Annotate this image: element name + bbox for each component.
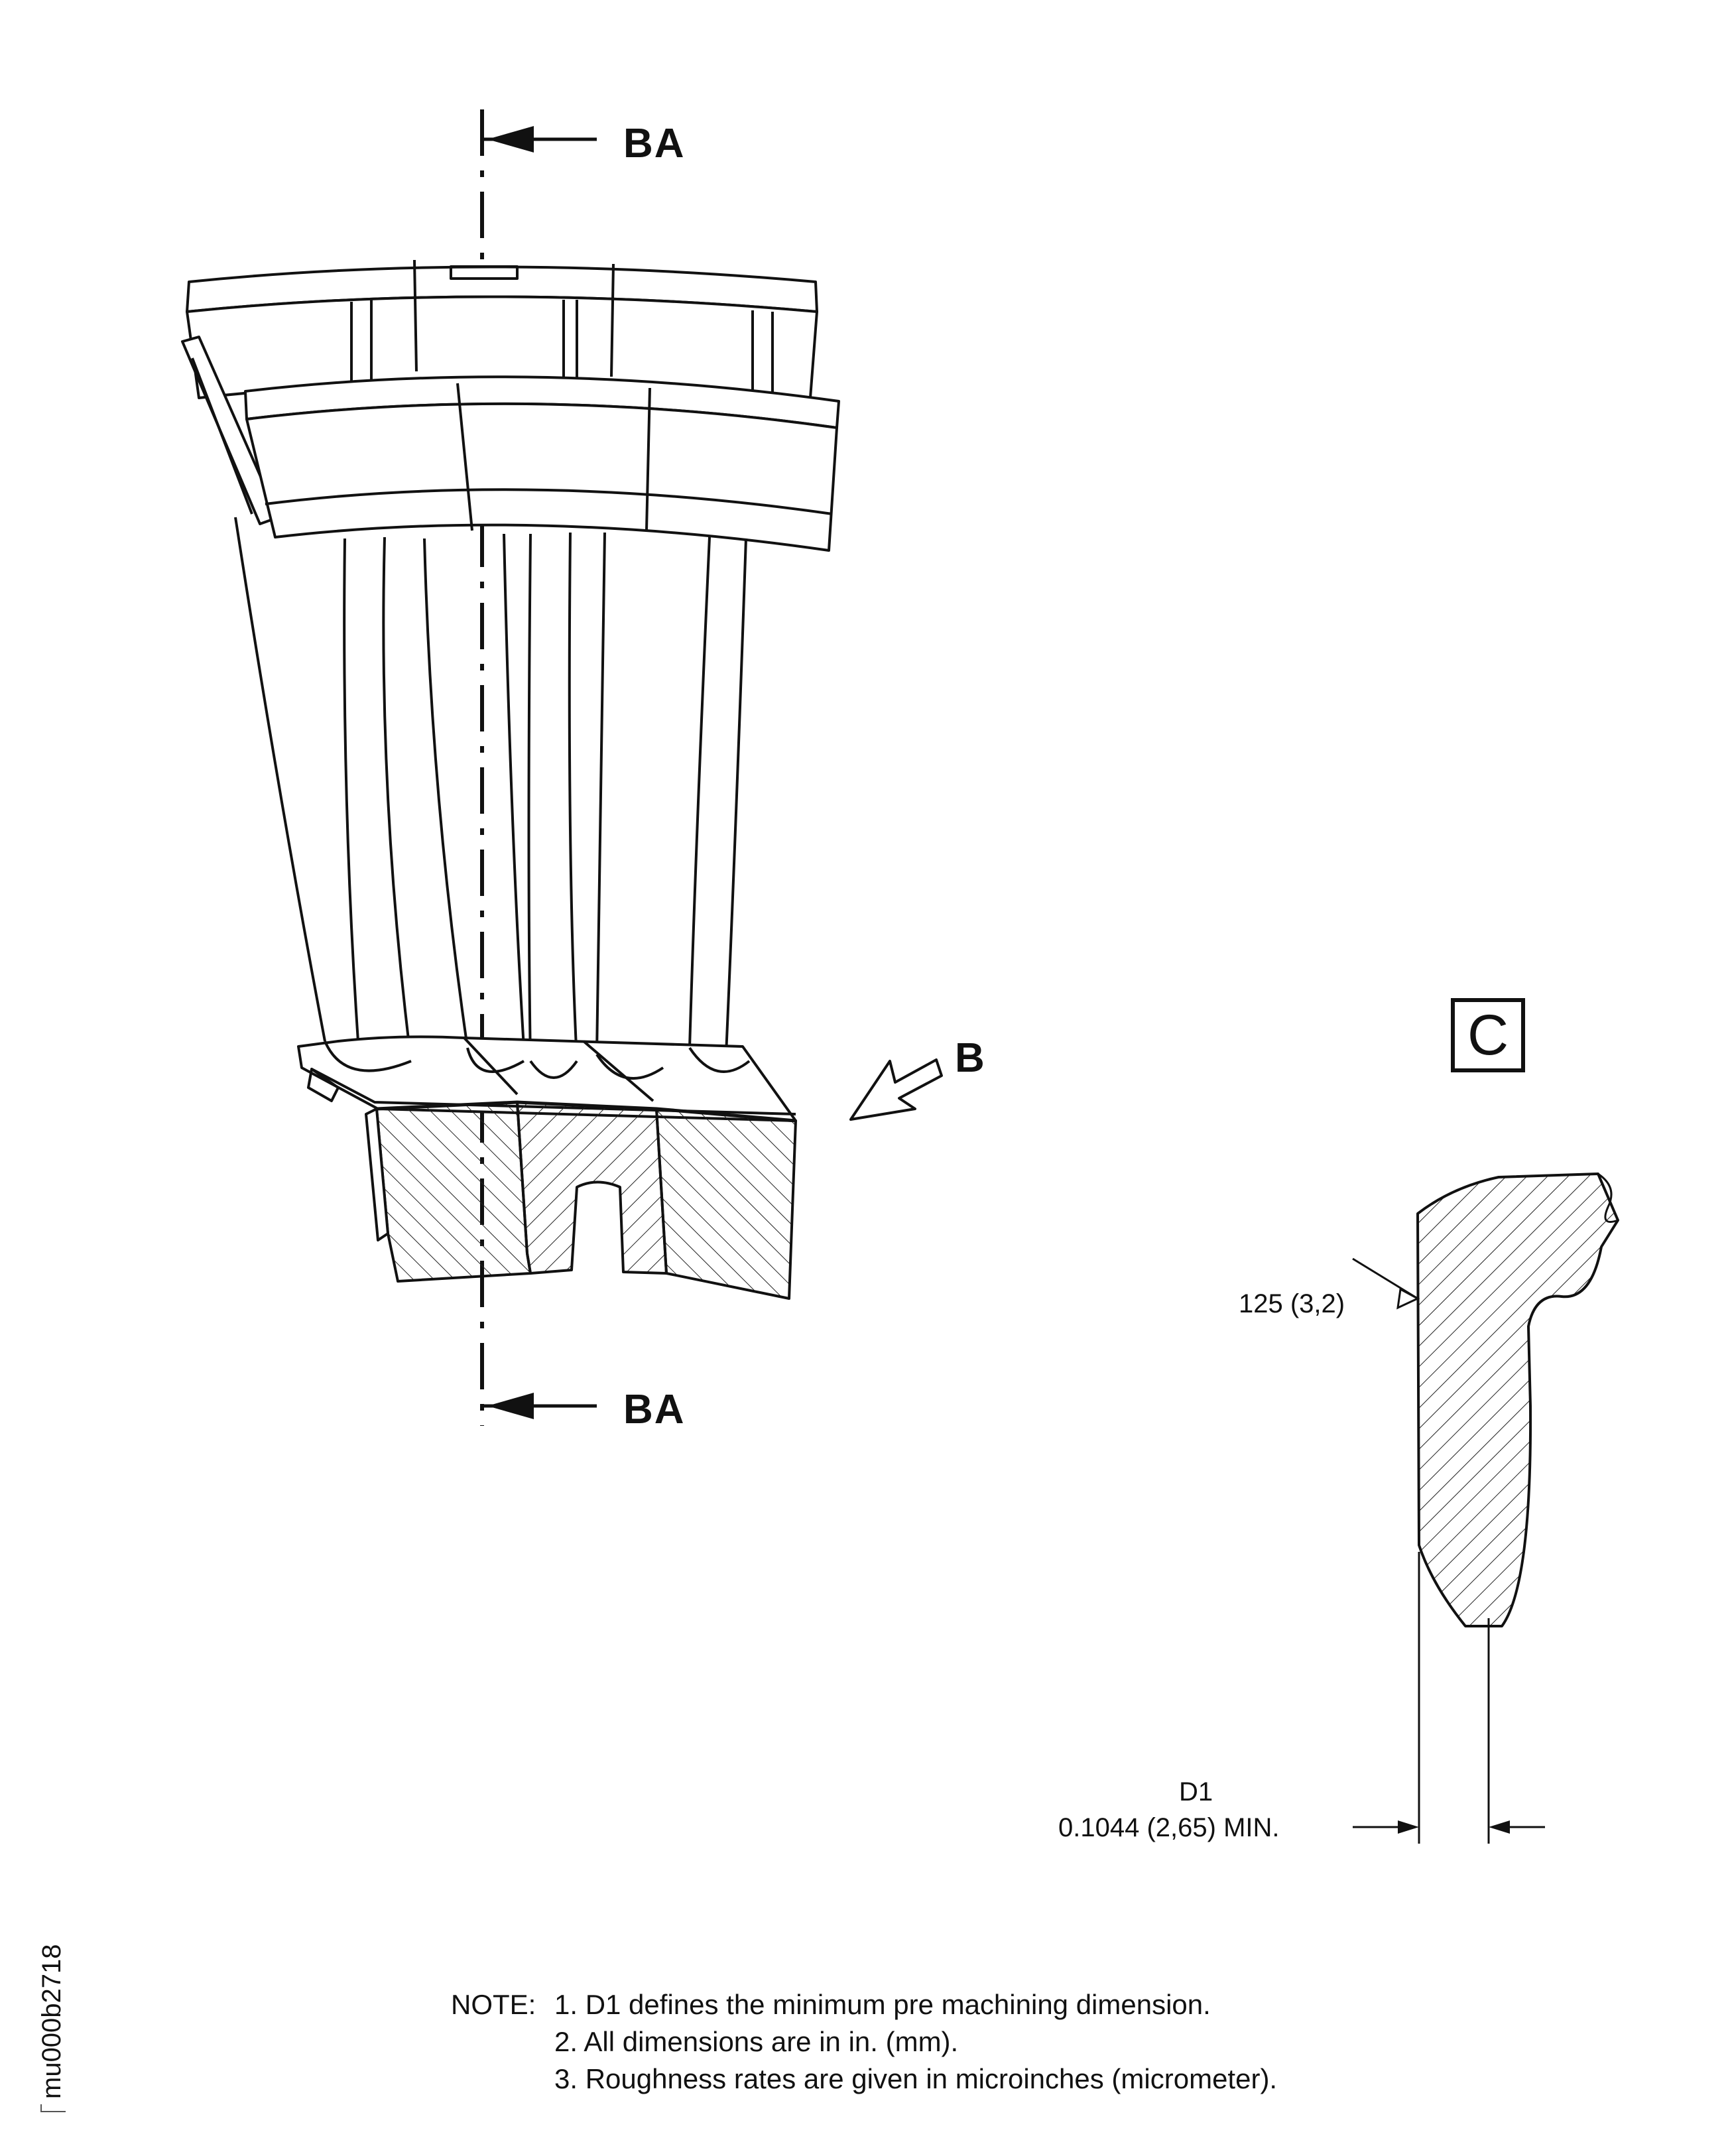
note-1: 1. D1 defines the minimum pre machining … [554,1989,1211,2020]
inner-platform [297,1035,797,1122]
corner-bracket-icon [40,2104,66,2112]
view-b-label: B [955,1035,985,1081]
section-label-bottom: BA [623,1387,686,1432]
notes-heading: NOTE: [451,1989,536,2020]
detail-c-profile [1416,1173,1619,1627]
outer-shroud-front [244,375,840,552]
inner-ring-section [365,1100,797,1300]
blade-segment-assembly [181,259,840,1300]
d1-name: D1 [1179,1777,1213,1807]
note-2: 2. All dimensions are in in. (mm). [554,2026,959,2057]
roughness-symbol [1352,1257,1420,1310]
section-label-top: BA [623,121,686,166]
note-3: 3. Roughness rates are given in microinc… [554,2063,1278,2094]
detail-c-label: C [1451,998,1525,1072]
view-b-arrow [849,1058,943,1121]
outer-shroud-rear [186,259,818,399]
note-row-2: 2. All dimensions are in in. (mm). [451,2023,1277,2061]
roughness-value: 125 (3,2) [1239,1289,1345,1318]
note-row-1: NOTE: 1. D1 defines the minimum pre mach… [451,1986,1277,2023]
vane-airfoils [234,517,747,1062]
document-id-text: mu000b2718 [37,1944,66,2099]
note-row-3: 3. Roughness rates are given in microinc… [451,2061,1277,2098]
d1-value: 0.1044 (2,65) MIN. [1058,1813,1280,1842]
d1-dimension [1353,1552,1545,1844]
notes-block: NOTE: 1. D1 defines the minimum pre mach… [451,1986,1277,2098]
document-id: mu000b2718 [37,1944,67,2112]
